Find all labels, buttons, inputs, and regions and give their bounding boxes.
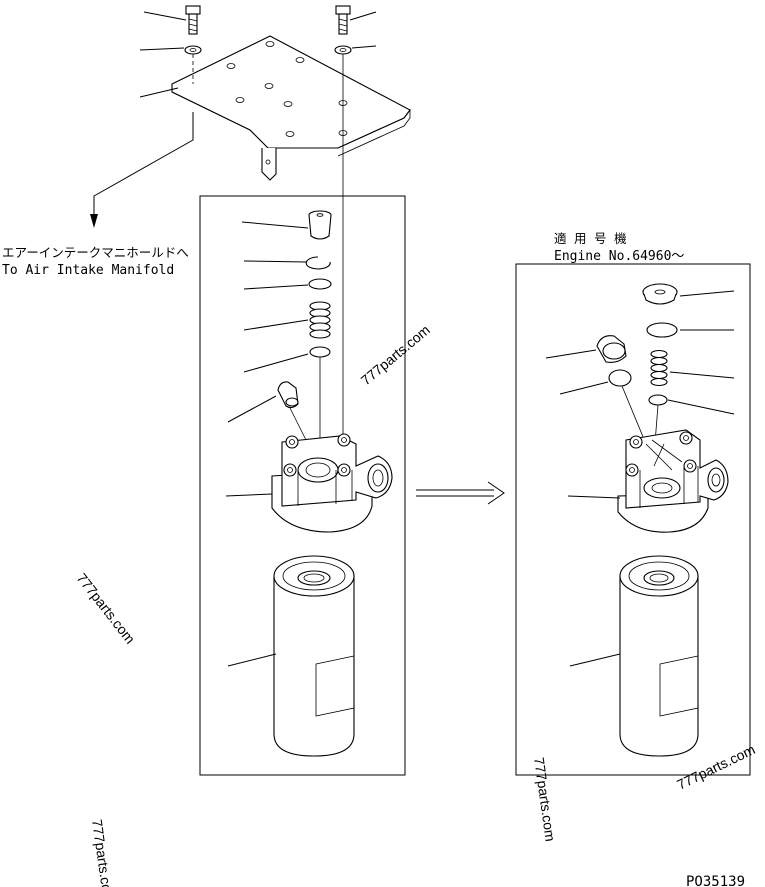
o-ring xyxy=(646,322,678,338)
note-jp: エアーインテークマニホールドへ xyxy=(2,245,189,260)
valve-new xyxy=(648,394,668,406)
filter-cartridge-new xyxy=(619,555,699,757)
frame-current xyxy=(199,195,406,776)
washer-right xyxy=(334,45,352,55)
bolt-right xyxy=(335,5,351,35)
washer-new xyxy=(608,369,632,387)
arrow-down-icon xyxy=(90,214,98,228)
sensor-plug xyxy=(277,381,299,409)
drawing-number: PO35139 xyxy=(686,874,745,887)
applicable-jp: 適 用 号 機 xyxy=(554,231,627,246)
spring xyxy=(309,301,331,339)
frame-new xyxy=(515,263,751,776)
watermark: 777parts.com xyxy=(358,322,433,389)
filter-cartridge xyxy=(273,555,355,757)
valve xyxy=(309,346,331,358)
mounting-bracket xyxy=(171,5,411,181)
cap xyxy=(642,283,678,305)
spring-new xyxy=(650,349,668,387)
plug xyxy=(308,210,332,240)
arrow-right-icon xyxy=(416,481,505,505)
washer-left xyxy=(184,45,202,55)
note-en: To Air Intake Manifold xyxy=(2,263,174,278)
watermark: 777parts.com xyxy=(89,818,117,887)
seat xyxy=(308,278,332,290)
bolt-left xyxy=(185,5,201,35)
snap-ring xyxy=(305,256,331,270)
watermark: 777parts.com xyxy=(74,570,139,647)
applicable-en: Engine No.64960～ xyxy=(554,249,684,264)
filter-head xyxy=(271,433,393,533)
watermark: 777parts.com xyxy=(531,756,559,842)
sensor-plug-new xyxy=(596,335,627,363)
filter-head-new xyxy=(617,429,729,533)
